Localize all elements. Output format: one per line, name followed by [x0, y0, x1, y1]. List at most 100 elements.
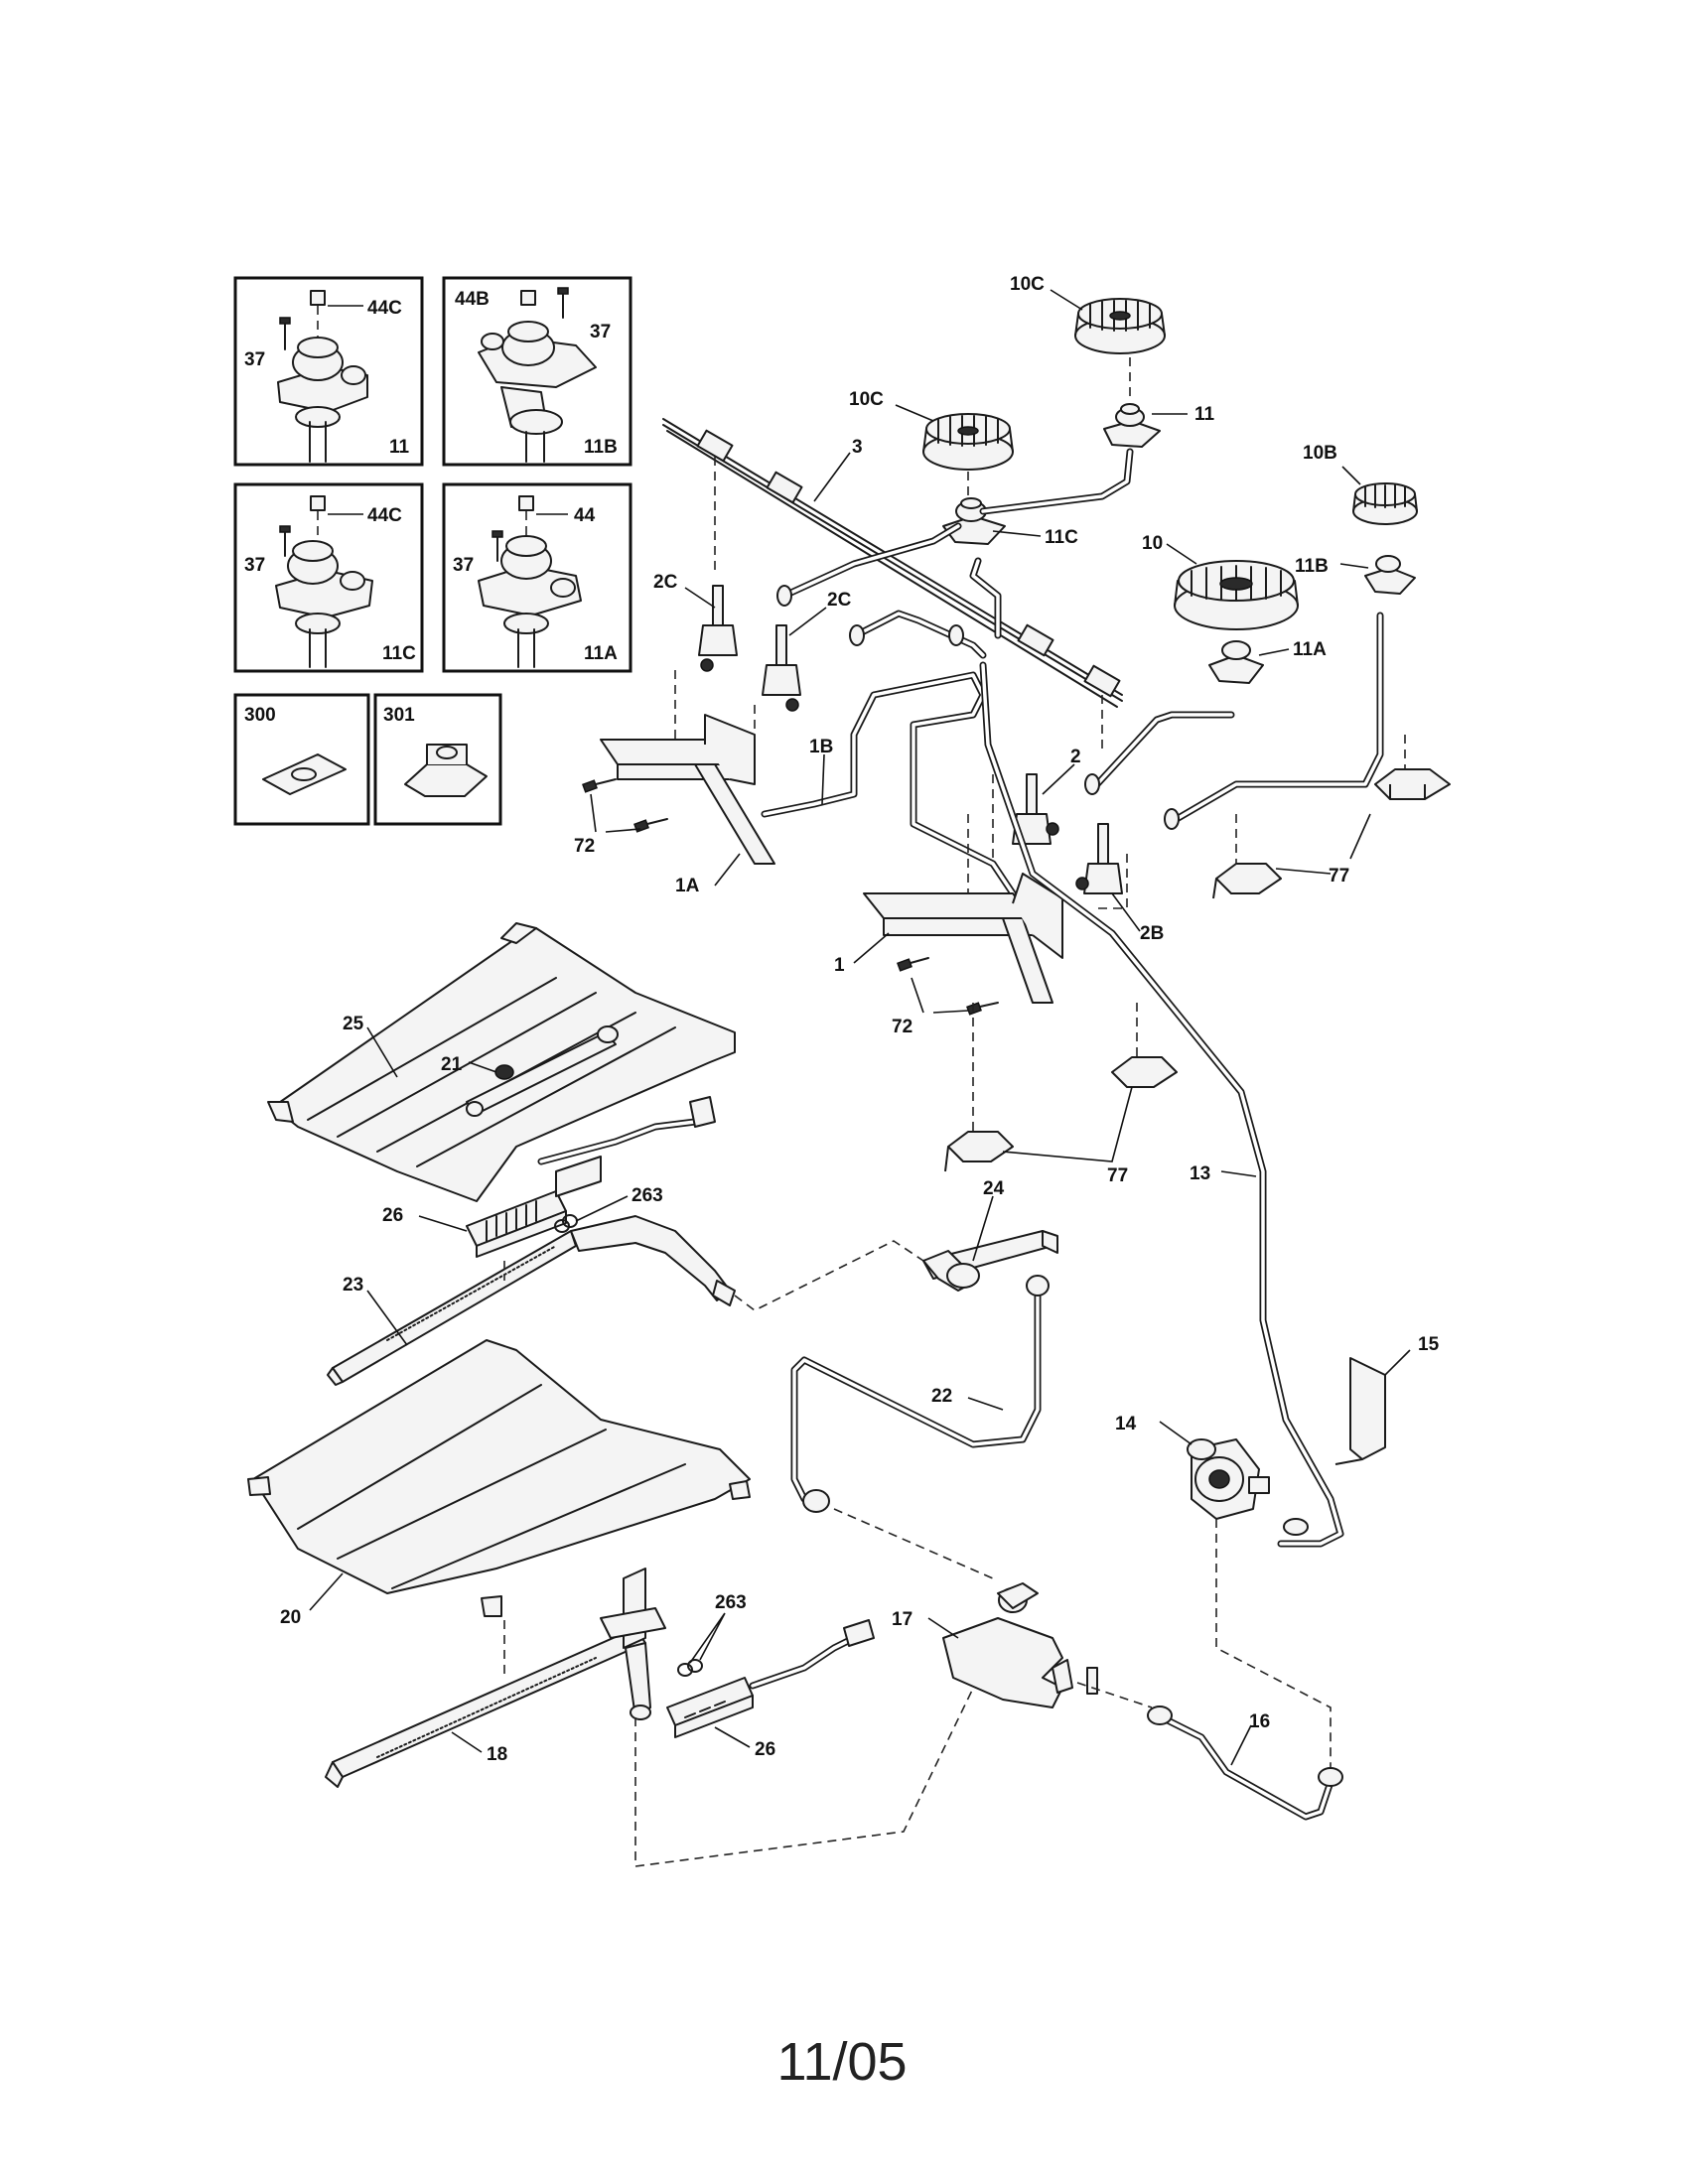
label-10c-rear-left: 10C [849, 389, 884, 410]
label-15: 15 [1418, 1334, 1440, 1355]
label-20: 20 [280, 1607, 301, 1628]
inset-box-11c: 44C 37 11C [233, 482, 424, 673]
inset-box-11b: 44B 37 11B [442, 276, 632, 467]
label-37: 37 [244, 349, 265, 370]
bracket-77-center-b [944, 1131, 1014, 1172]
burner-10 [1174, 560, 1299, 630]
valve-17 [942, 1582, 1098, 1708]
burner-base-11-illustration [277, 337, 368, 463]
burner-base-11c [942, 497, 1006, 545]
burner-cap-10b [1352, 482, 1418, 525]
label-24: 24 [983, 1178, 1005, 1199]
label-25: 25 [343, 1014, 364, 1034]
label-263-bottom: 263 [715, 1592, 747, 1613]
bracket-77-center-a [1111, 1056, 1178, 1088]
burner-base-11 [1103, 403, 1161, 448]
elbow-24 [922, 1230, 1058, 1292]
burner-base-11b-illustration [478, 321, 597, 463]
label-11b: 11B [1295, 556, 1329, 577]
label-11c: 11C [1045, 527, 1078, 548]
label-72-left: 72 [574, 836, 595, 857]
label-16: 16 [1249, 1711, 1270, 1732]
burner-cap-10c-rear-left [922, 413, 1014, 471]
label-11: 11 [389, 437, 410, 458]
page-number: 11/05 [776, 2032, 907, 2092]
bracket-77-lower-right [1212, 863, 1282, 899]
valve-2c-right [762, 624, 801, 712]
fitting-14 [1283, 1518, 1309, 1536]
igniter-26-top [466, 1156, 602, 1258]
fitting-b [849, 624, 865, 646]
burner-base-11c-illustration [275, 540, 373, 668]
label-11c: 11C [382, 643, 416, 664]
fitting-c [776, 585, 792, 607]
fitting-22-top [1026, 1275, 1050, 1297]
screw-72-right [897, 957, 999, 1016]
bracket-77-upper-right [1374, 768, 1451, 800]
rod-21 [466, 1025, 619, 1117]
label-22: 22 [931, 1386, 952, 1407]
label-10b: 10B [1303, 443, 1337, 464]
label-263-top: 263 [632, 1185, 663, 1206]
label-11b: 11B [584, 437, 618, 458]
manifold-1a [600, 714, 775, 865]
label-44c: 44C [367, 298, 402, 319]
fitting-16-b [1318, 1767, 1343, 1787]
label-2c-left: 2C [653, 572, 678, 593]
label-44: 44 [574, 505, 596, 526]
label-21: 21 [441, 1054, 463, 1075]
label-37: 37 [453, 555, 474, 576]
label-10: 10 [1142, 533, 1163, 554]
valve-2b [1075, 823, 1123, 894]
burner-base-11b [1364, 555, 1416, 595]
label-37: 37 [244, 555, 265, 576]
burner-base-11a-illustration [478, 535, 582, 668]
inset-box-11a: 44 37 11A [442, 482, 632, 673]
fitting-e [1164, 808, 1180, 830]
shield-25 [267, 922, 736, 1202]
screw-37-illustration [279, 317, 291, 350]
label-23: 23 [343, 1275, 363, 1296]
label-2: 2 [1070, 747, 1081, 767]
label-301: 301 [383, 705, 415, 726]
fitting-a [948, 624, 964, 646]
label-13: 13 [1190, 1163, 1210, 1184]
label-44b: 44B [455, 289, 490, 310]
label-2b: 2B [1140, 923, 1164, 944]
label-1a: 1A [675, 876, 700, 896]
label-37: 37 [590, 322, 611, 342]
label-18: 18 [487, 1744, 507, 1765]
label-2c-right: 2C [827, 590, 852, 611]
screw-72-left [582, 778, 668, 833]
cap-44c-illustration [310, 290, 326, 338]
burner-base-11a [1208, 640, 1264, 684]
label-26-top: 26 [382, 1205, 403, 1226]
bracket-15 [1334, 1357, 1386, 1465]
label-17: 17 [892, 1609, 912, 1630]
fitting-16-a [1147, 1706, 1173, 1725]
label-3: 3 [852, 437, 863, 458]
wire-harness-3 [662, 418, 1123, 708]
baffle-20 [247, 1339, 751, 1617]
manifold-1 [863, 873, 1063, 1004]
inset-box-11: 44C 37 11 [233, 276, 424, 467]
label-77-center: 77 [1107, 1165, 1128, 1186]
inset-box-300: 300 [233, 693, 370, 826]
label-11a: 11A [1293, 639, 1327, 660]
gasket-300-illustration [262, 753, 347, 795]
label-44c: 44C [367, 505, 402, 526]
fitting-d [1084, 773, 1100, 795]
valve-2c-left [698, 585, 738, 672]
igniter-26-bottom [666, 1677, 754, 1738]
label-11: 11 [1194, 404, 1215, 425]
label-77-right: 77 [1329, 866, 1349, 887]
label-1: 1 [834, 955, 845, 976]
inset-box-301: 301 [373, 693, 502, 826]
washer-263-bottom [677, 1659, 703, 1677]
label-300: 300 [244, 705, 276, 726]
label-72-right: 72 [892, 1017, 912, 1037]
regulator-14 [1187, 1438, 1270, 1520]
burner-23 [327, 1215, 736, 1386]
label-14: 14 [1115, 1414, 1137, 1434]
